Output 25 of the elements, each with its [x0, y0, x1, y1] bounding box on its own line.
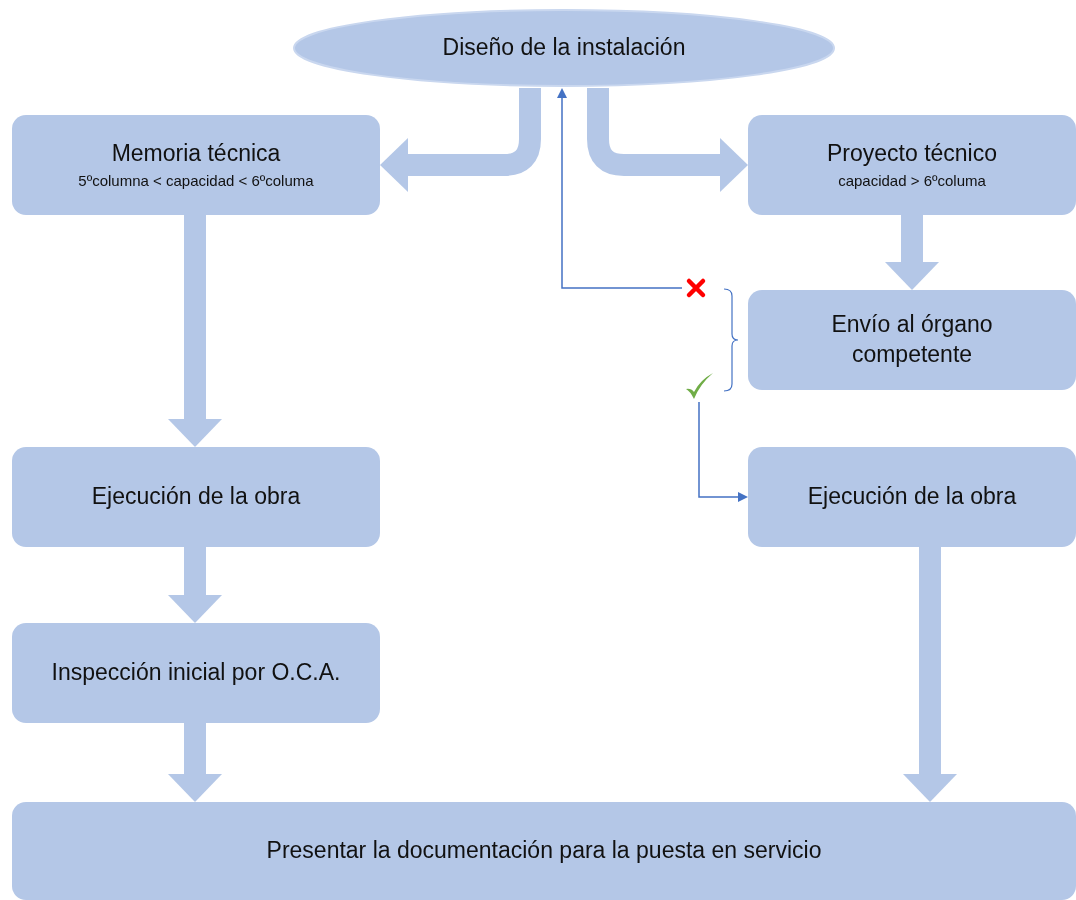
node-title: Ejecución de la obra	[807, 482, 1017, 512]
node-title: Memoria técnica	[111, 139, 281, 169]
node-title: Ejecución de la obra	[91, 482, 301, 512]
block-arrow	[168, 723, 222, 802]
block-arrow	[168, 215, 222, 447]
node-subtitle: 5ºcolumna < capacidad < 6ºcoluma	[78, 171, 314, 191]
node-subtitle: capacidad > 6ºcoluma	[838, 171, 986, 191]
connector-arrow	[698, 401, 748, 502]
process-box	[12, 447, 380, 547]
process-box	[748, 290, 1076, 390]
node-title: Inspección inicial por O.C.A.	[51, 658, 341, 688]
process-box	[12, 115, 380, 215]
block-arrow	[168, 547, 222, 623]
node-title: Proyecto técnico	[827, 139, 997, 169]
node-title: Diseño de la instalación	[442, 33, 686, 63]
connector-arrow	[557, 88, 683, 289]
node-title: Envío al órgano competente	[830, 310, 994, 369]
process-box	[12, 623, 380, 723]
ellipse-node	[292, 8, 836, 88]
block-arrow	[885, 215, 939, 290]
process-box	[748, 447, 1076, 547]
node-title: Presentar la documentación para la puesta en servicio	[266, 836, 822, 866]
process-box	[748, 115, 1076, 215]
block-arrow	[903, 547, 957, 802]
process-box	[12, 802, 1076, 900]
